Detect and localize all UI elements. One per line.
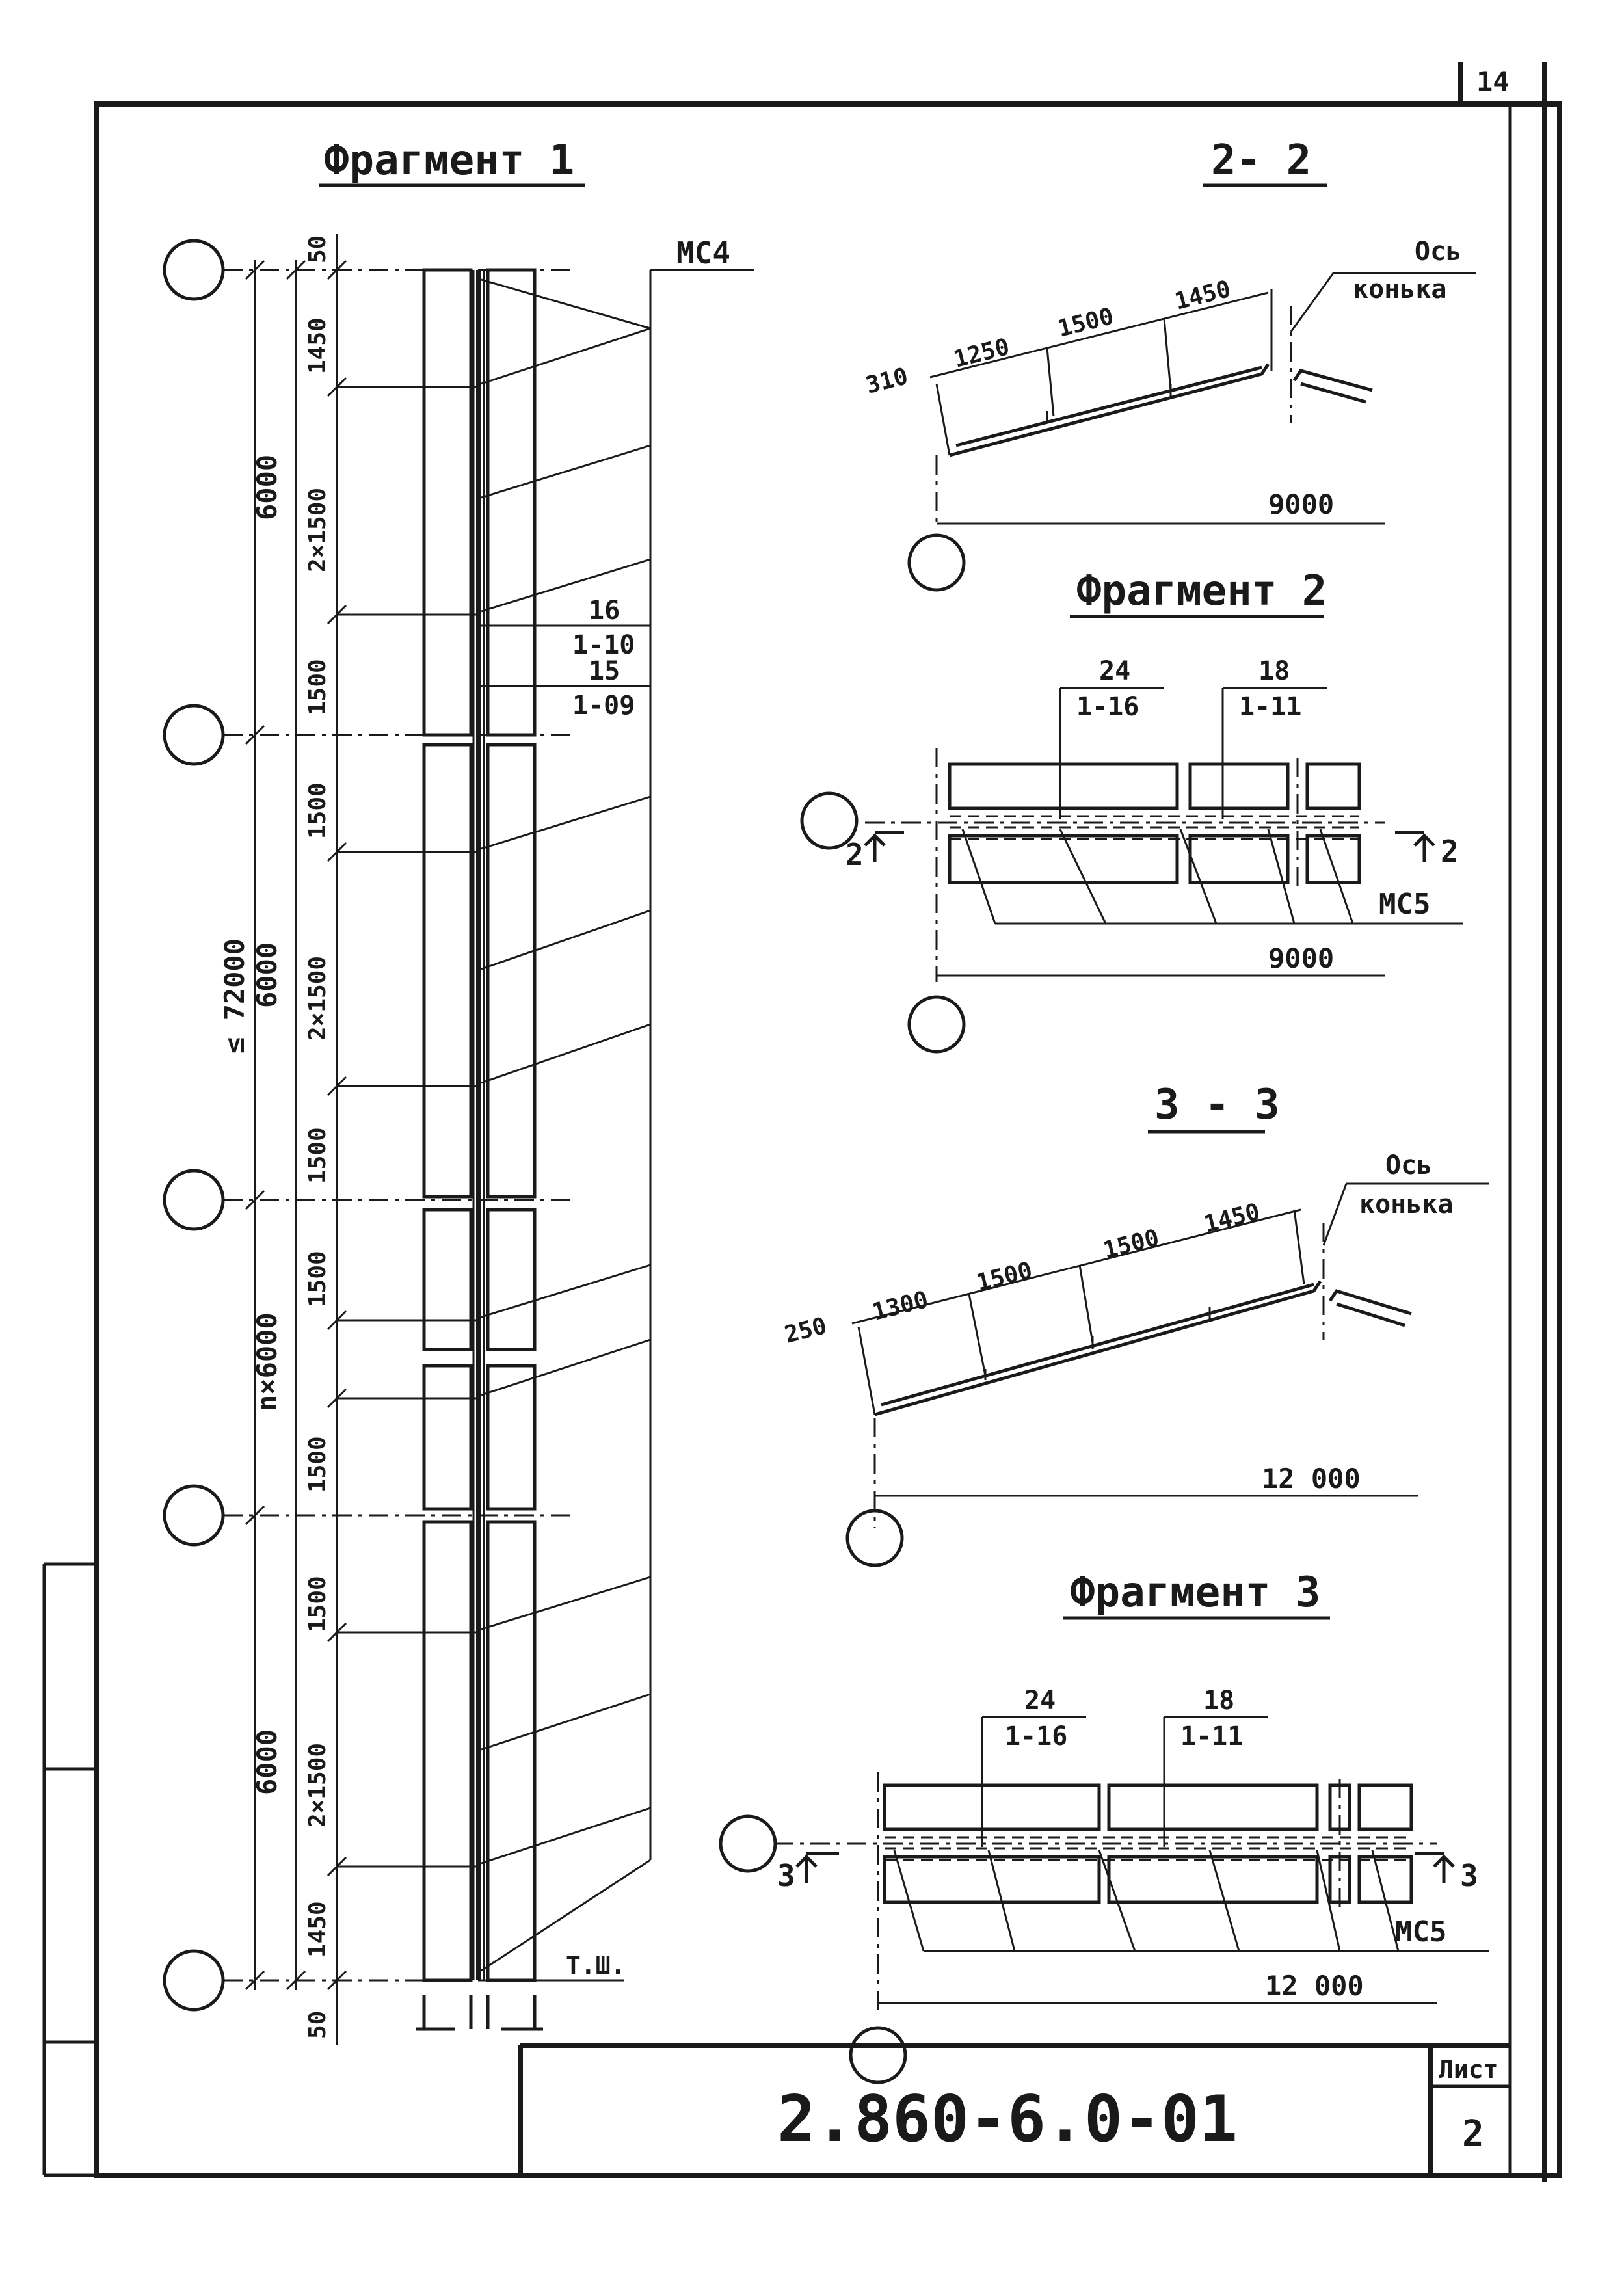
frag1-axis-lines <box>223 269 572 1982</box>
sheet-list-number: 2 <box>1462 2113 1484 2155</box>
frag1-dim-inner-2: 1450 <box>304 317 331 374</box>
sec33-axis-bubble <box>845 1509 904 1567</box>
frag2-label-mc5: МС5 <box>1379 888 1430 921</box>
sec22-title: 2- 2 <box>1211 137 1311 185</box>
frag2-cut-right: 2 <box>1441 834 1459 869</box>
sec22-axis-label-2: конька <box>1353 274 1447 304</box>
sec33-title: 3 - 3 <box>1154 1081 1280 1129</box>
frag1-dim-outer-4: 6000 <box>251 1729 283 1795</box>
frag3-plan <box>774 1772 1437 2016</box>
frag1-dim-outer-1: 6000 <box>251 455 283 520</box>
frag1-dim-outer-2: 6000 <box>251 942 283 1008</box>
frag2-callout-a-bottom: 1-16 <box>1076 692 1139 722</box>
sec33-span: 12 000 <box>1262 1463 1361 1495</box>
frag2-callout-lines <box>1059 687 1327 819</box>
frag1-dim-inner-9: 1500 <box>304 1436 331 1493</box>
sec22-roof-section <box>929 289 1385 527</box>
frag1-dimension-chains <box>245 234 481 2045</box>
frag1-dim-inner-7: 1500 <box>304 1127 331 1184</box>
frag1-dim-inner-3: 2×1500 <box>304 488 331 572</box>
frag2-cut-left: 2 <box>845 837 864 872</box>
frag3-callout-lines <box>981 1716 1268 1847</box>
sec33-dim-4: 1500 <box>1100 1225 1162 1264</box>
sec22-dim-3: 1500 <box>1055 303 1116 343</box>
frag1-dim-inner-6: 2×1500 <box>304 956 331 1041</box>
frag3-span: 12 000 <box>1265 1970 1364 2002</box>
frag1-dim-inner-4: 1500 <box>304 659 331 715</box>
sec22-span: 9000 <box>1268 488 1334 520</box>
sec33-axis-label-1: Ось <box>1385 1150 1432 1180</box>
frag3-label-mc5: МС5 <box>1395 1915 1446 1948</box>
frag1-callout-lines <box>481 624 650 687</box>
frag1-dim-inner-11: 2×1500 <box>304 1743 331 1827</box>
frag1-dim-inner-5: 1500 <box>304 782 331 839</box>
frag3-callout-a-top: 24 <box>1024 1686 1056 1716</box>
frag1-callout-a-top: 16 <box>589 596 620 626</box>
sec33-dim-3: 1500 <box>974 1257 1035 1297</box>
frag3-cut-left: 3 <box>777 1858 795 1893</box>
frag1-dim-inner-12: 1450 <box>304 1901 331 1958</box>
sec33-dim-2: 1300 <box>870 1286 931 1326</box>
frag1-dim-inner-1: 50 <box>304 235 331 263</box>
frag1-callout-b-bottom: 1-09 <box>572 691 635 721</box>
frag3-callout-b-bottom: 1-11 <box>1180 1721 1243 1751</box>
frag3-cut-right: 3 <box>1460 1858 1478 1893</box>
frag1-label-mc4: МС4 <box>676 235 730 271</box>
sheet-frame <box>42 62 1562 2182</box>
sec22-dim-2: 1250 <box>951 334 1012 373</box>
frag2-callout-b-bottom: 1-11 <box>1239 692 1301 722</box>
frag2-callout-b-top: 18 <box>1258 656 1290 686</box>
frag1-callout-b-top: 15 <box>589 656 620 686</box>
frag1-wall-panels <box>416 268 543 2031</box>
frag1-mc4-leaders <box>481 269 754 1972</box>
frag2-axis-bubble-left <box>800 791 859 850</box>
frag1-dimension-texts: 6000 6000 n×6000 6000 ≤ 72000 50 1450 2×… <box>219 235 331 2039</box>
sec22-axis-label-1: Ось <box>1415 237 1461 267</box>
sec33-dim-5: 1450 <box>1201 1199 1262 1238</box>
sec22-axis-bubble <box>907 533 966 592</box>
frag1-dim-inner-8: 1500 <box>304 1251 331 1307</box>
frag2-title: Фрагмент 2 <box>1076 567 1327 615</box>
page-number: 14 <box>1476 66 1510 98</box>
frag1-callout-a-bottom: 1-10 <box>572 630 635 660</box>
frag1-dim-outer-3: n×6000 <box>251 1312 283 1411</box>
frag1-title: Фрагмент 1 <box>324 137 574 185</box>
frag1-dim-inner-10: 1500 <box>304 1576 331 1632</box>
frag3-title: Фрагмент 3 <box>1070 1569 1320 1617</box>
frag3-mc5-leaders <box>893 1850 1489 1952</box>
frag2-mc5-leaders <box>961 829 1463 925</box>
frag3-axis-bubble-left <box>719 1814 777 1873</box>
sec33-axis-label-2: конька <box>1359 1190 1454 1219</box>
frag1-axis-bubbles <box>163 239 225 2012</box>
sheet-list-label: Лист <box>1439 2055 1498 2084</box>
frag2-span: 9000 <box>1268 942 1334 974</box>
frag3-callout-a-bottom: 1-16 <box>1005 1721 1067 1751</box>
frag3-callout-b-top: 18 <box>1203 1686 1234 1716</box>
sec33-roof-section <box>851 1208 1418 1528</box>
frag1-dim-inner-13: 50 <box>304 2011 331 2039</box>
sec22-dim-1: 310 <box>863 363 911 399</box>
frag3-axis-bubble-bottom <box>849 2026 907 2084</box>
frag2-callout-a-top: 24 <box>1099 656 1130 686</box>
frag1-dim-total: ≤ 72000 <box>219 938 250 1054</box>
drawing-code: 2.860-6.0-01 <box>777 2082 1238 2157</box>
frag2-axis-bubble-bottom <box>907 995 966 1054</box>
sec33-dim-1: 250 <box>782 1312 829 1349</box>
frag2-plan <box>865 748 1385 982</box>
title-block <box>518 2043 1510 2175</box>
frag1-label-tsh: Т.Ш. <box>566 1951 626 1980</box>
